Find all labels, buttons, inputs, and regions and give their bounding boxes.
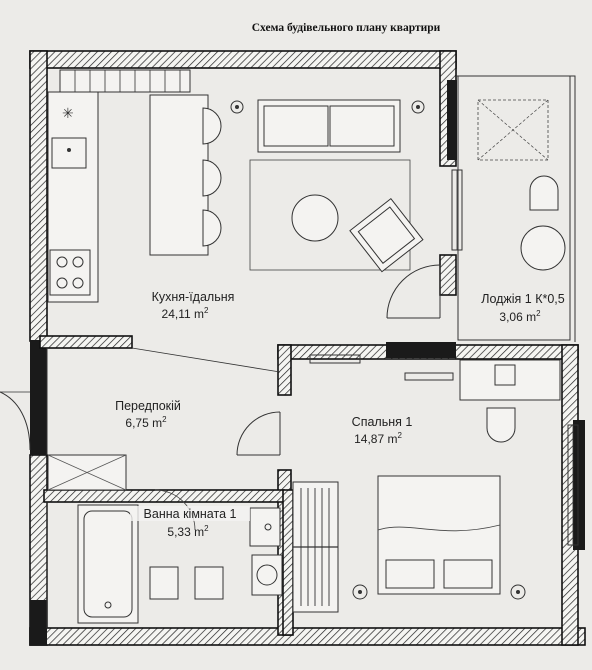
svg-text:✳: ✳ [62,106,74,122]
room-name: Ванна кімната 1 [144,507,237,521]
hall-furniture [46,347,281,491]
room-label-hallway: Передпокій 6,75 m2 [115,399,181,430]
kitchen-furniture: ✳ [47,69,425,303]
room-area: 6,75 m2 [125,415,167,430]
room-label-bedroom: Спальня 1 14,87 m2 [352,415,413,446]
room-area: 24,11 m2 [162,306,209,321]
room-area: 5,33 m2 [167,524,209,539]
room-area: 3,06 m2 [499,309,541,324]
room-label-bathroom: Ванна кімната 1 5,33 m2 [130,506,250,539]
room-name: Спальня 1 [352,415,413,429]
bathroom-furniture [46,502,283,628]
plan-title: Схема будівельного плану квартири [252,22,441,34]
windows [451,169,579,546]
room-label-loggia: Лоджія 1 К*0,5 3,06 m2 [481,292,565,324]
room-name: Передпокій [115,399,181,413]
room-name: Кухня-їдальня [152,290,235,304]
room-label-kitchen: Кухня-їдальня 24,11 m2 [152,290,235,321]
doors [0,264,441,531]
room-area: 14,87 m2 [354,431,402,446]
room-name: Лоджія 1 К*0,5 [481,292,565,306]
walls [29,50,586,646]
bedroom-furniture [292,354,561,613]
loggia-furniture [477,99,566,271]
